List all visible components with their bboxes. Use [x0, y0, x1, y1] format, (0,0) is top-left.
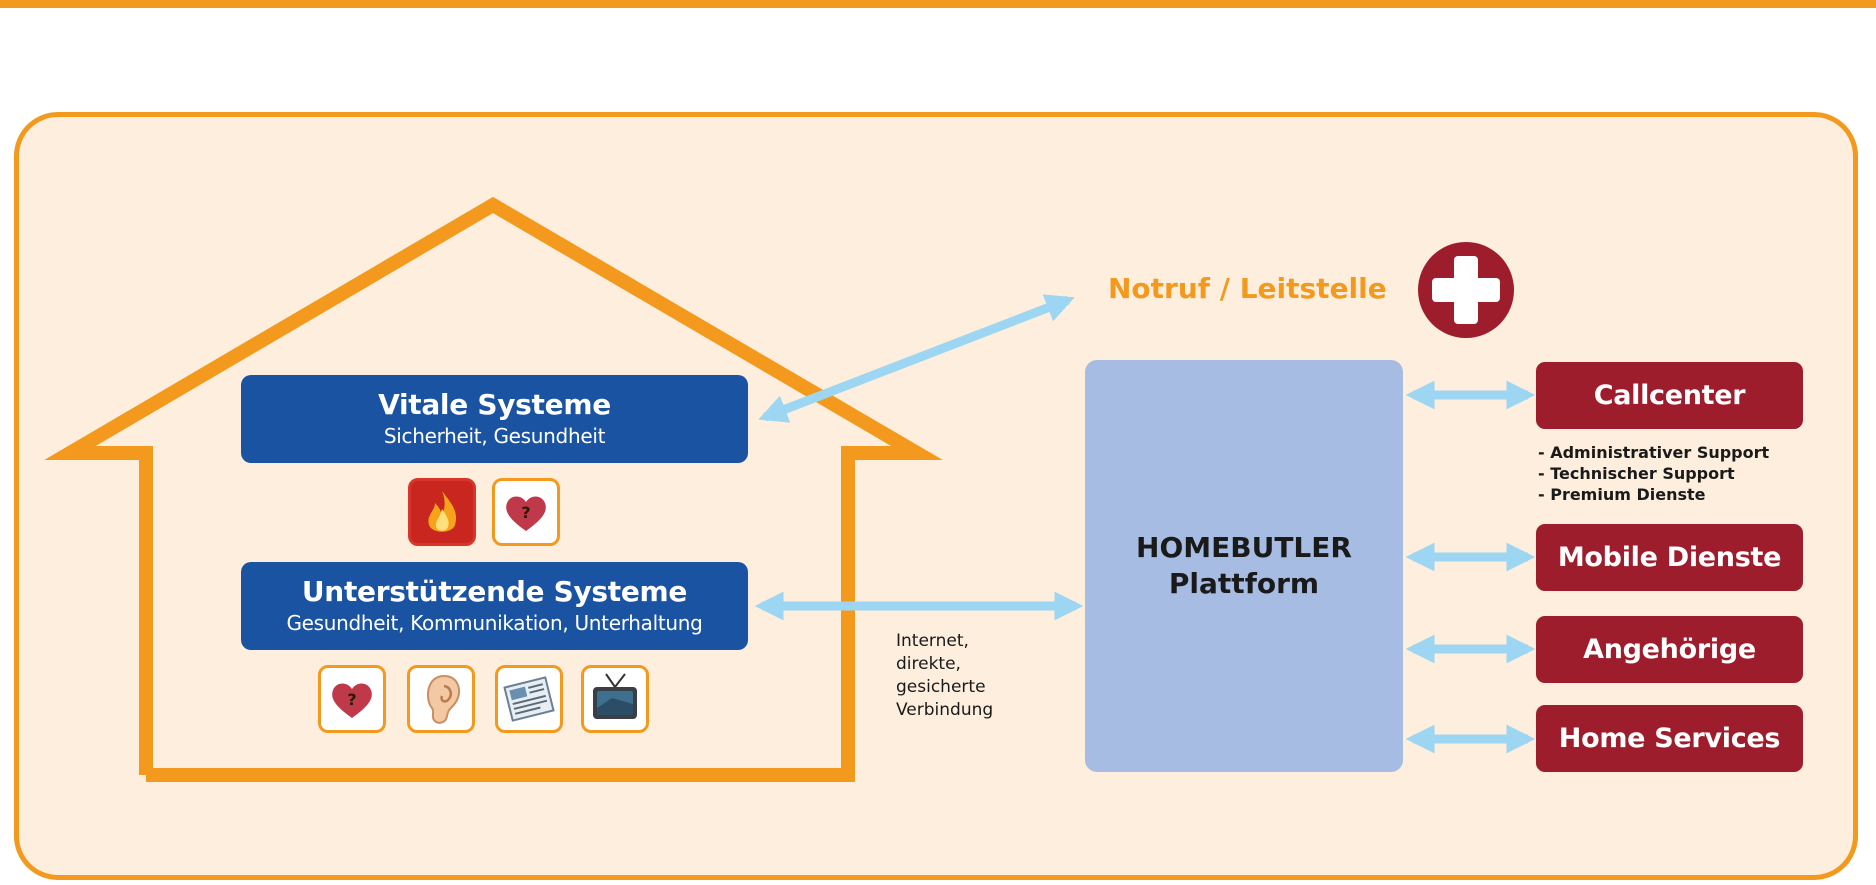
supporting-systems-title: Unterstützende Systeme: [301, 575, 688, 608]
fire-icon: [408, 478, 476, 546]
ear-icon: [407, 665, 475, 733]
connection-note-line: Verbindung: [896, 700, 994, 720]
svg-text:?: ?: [521, 503, 530, 522]
callcenter-detail-list: - Administrativer Support - Technischer …: [1538, 442, 1769, 505]
connection-note-line: gesicherte: [896, 677, 986, 697]
vital-systems-subtitle: Sicherheit, Gesundheit: [383, 424, 606, 448]
service-label: Angehörige: [1583, 634, 1756, 665]
connection-note: Internet, direkte, gesicherte Verbindung: [896, 630, 993, 722]
platform-name: HOMEBUTLER: [1136, 531, 1352, 564]
connection-note-line: Internet,: [896, 631, 969, 651]
platform-type: Plattform: [1168, 567, 1320, 600]
emergency-centre-label: Notruf / Leitstelle: [1108, 272, 1387, 305]
callcenter-detail-item: - Premium Dienste: [1538, 485, 1706, 504]
supporting-systems-subtitle: Gesundheit, Kommunikation, Unterhaltung: [286, 611, 703, 635]
house-outline: [44, 196, 943, 782]
service-home-services-box: Home Services: [1536, 705, 1803, 772]
service-mobile-box: Mobile Dienste: [1536, 524, 1803, 591]
homebutler-platform-box: HOMEBUTLER Plattform: [1085, 360, 1403, 772]
service-label: Callcenter: [1593, 380, 1746, 411]
callcenter-detail-item: - Administrativer Support: [1538, 443, 1770, 462]
top-accent-rule: [0, 0, 1876, 8]
service-label: Home Services: [1558, 723, 1781, 754]
arrow-vital-to-emergency: [758, 294, 1075, 423]
tv-icon: [581, 665, 649, 733]
supporting-systems-box: Unterstützende Systeme Gesundheit, Kommu…: [241, 562, 748, 650]
newspaper-icon: [495, 665, 563, 733]
svg-text:?: ?: [347, 690, 356, 709]
vital-systems-box: Vitale Systeme Sicherheit, Gesundheit: [241, 375, 748, 463]
heart-question-icon: ?: [492, 478, 560, 546]
vital-systems-title: Vitale Systeme: [378, 388, 611, 421]
service-label: Mobile Dienste: [1557, 542, 1782, 573]
callcenter-detail-item: - Technischer Support: [1538, 464, 1735, 483]
heart-question-icon: ?: [318, 665, 386, 733]
service-callcenter-box: Callcenter: [1536, 362, 1803, 429]
service-relatives-box: Angehörige: [1536, 616, 1803, 683]
red-cross-icon: [1418, 242, 1514, 338]
connection-note-line: direkte,: [896, 654, 961, 674]
